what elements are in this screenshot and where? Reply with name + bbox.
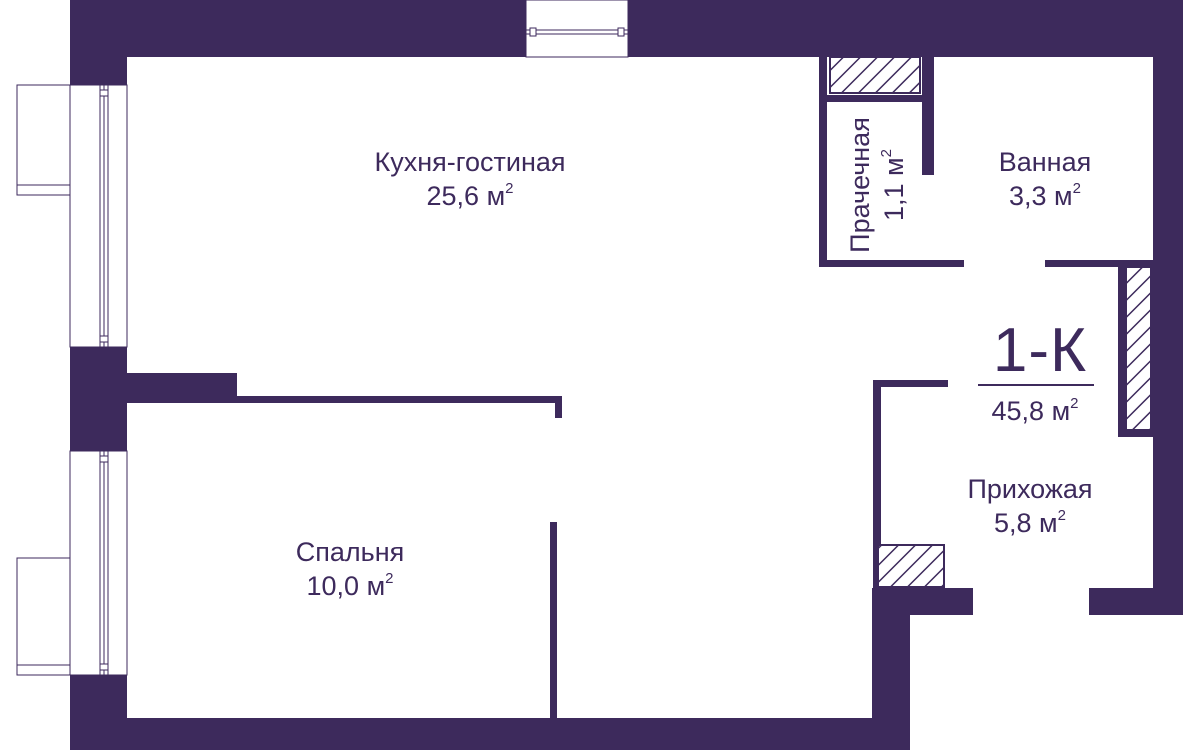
wall-laundry-left (819, 57, 827, 267)
room-area-laundry: 1,1 м2 (878, 149, 909, 221)
wall-hall-left (873, 380, 881, 588)
shaft-right (1125, 266, 1152, 431)
wall-bedroom-top (237, 396, 562, 403)
wall-laundry-right (922, 57, 934, 175)
type-underline (978, 384, 1094, 386)
wall-bedroom-top-thick (127, 373, 237, 403)
room-name-kitchen: Кухня-гостиная (374, 147, 566, 177)
room-label-bedroom: Спальня 10,0 м2 (250, 535, 450, 603)
wall-top-right (628, 0, 1183, 57)
room-name-hall: Прихожая (967, 474, 1093, 504)
wall-entry-left (872, 588, 973, 615)
wall-bath-bottom-right (1045, 260, 1153, 267)
room-area-bedroom: 10,0 м2 (306, 570, 394, 601)
wall-left-mid (70, 347, 127, 451)
wall-laundry-top (819, 95, 922, 102)
wall-top-left (70, 0, 526, 57)
wall-bath-bottom-left (819, 260, 964, 267)
shafts (829, 56, 1152, 588)
window-top (525, 0, 629, 58)
total-area: 45,8 м2 (991, 395, 1079, 426)
wall-bedroom-top-stub (555, 396, 562, 418)
window-left-lower (16, 450, 128, 676)
room-label-hall: Прихожая 5,8 м2 (930, 472, 1130, 540)
wall-entry-right (1089, 588, 1183, 615)
room-label-laundry: Прачечная 1,1 м2 (843, 95, 913, 275)
room-area-hall: 5,8 м2 (994, 507, 1066, 538)
room-label-kitchen: Кухня-гостиная 25,6 м2 (320, 145, 620, 213)
apartment-type: 1-К (992, 316, 1088, 385)
wall-right (1153, 0, 1183, 615)
room-name-bath: Ванная (998, 147, 1092, 177)
room-area-bath: 3,3 м2 (1009, 180, 1081, 211)
wall-bedroom-right (550, 522, 557, 718)
wall-left-top (70, 0, 127, 85)
window-left-upper (16, 84, 128, 348)
room-name-bedroom: Спальня (295, 537, 405, 567)
wall-hall-top (873, 380, 948, 387)
shaft-hall (877, 544, 945, 588)
windows (16, 0, 629, 676)
outer-walls (70, 0, 1183, 750)
room-label-bath: Ванная 3,3 м2 (955, 145, 1135, 213)
room-name-laundry: Прачечная (845, 117, 875, 253)
wall-bottom (70, 718, 910, 750)
room-area-kitchen: 25,6 м2 (426, 180, 514, 211)
shaft-laundry (829, 56, 921, 94)
